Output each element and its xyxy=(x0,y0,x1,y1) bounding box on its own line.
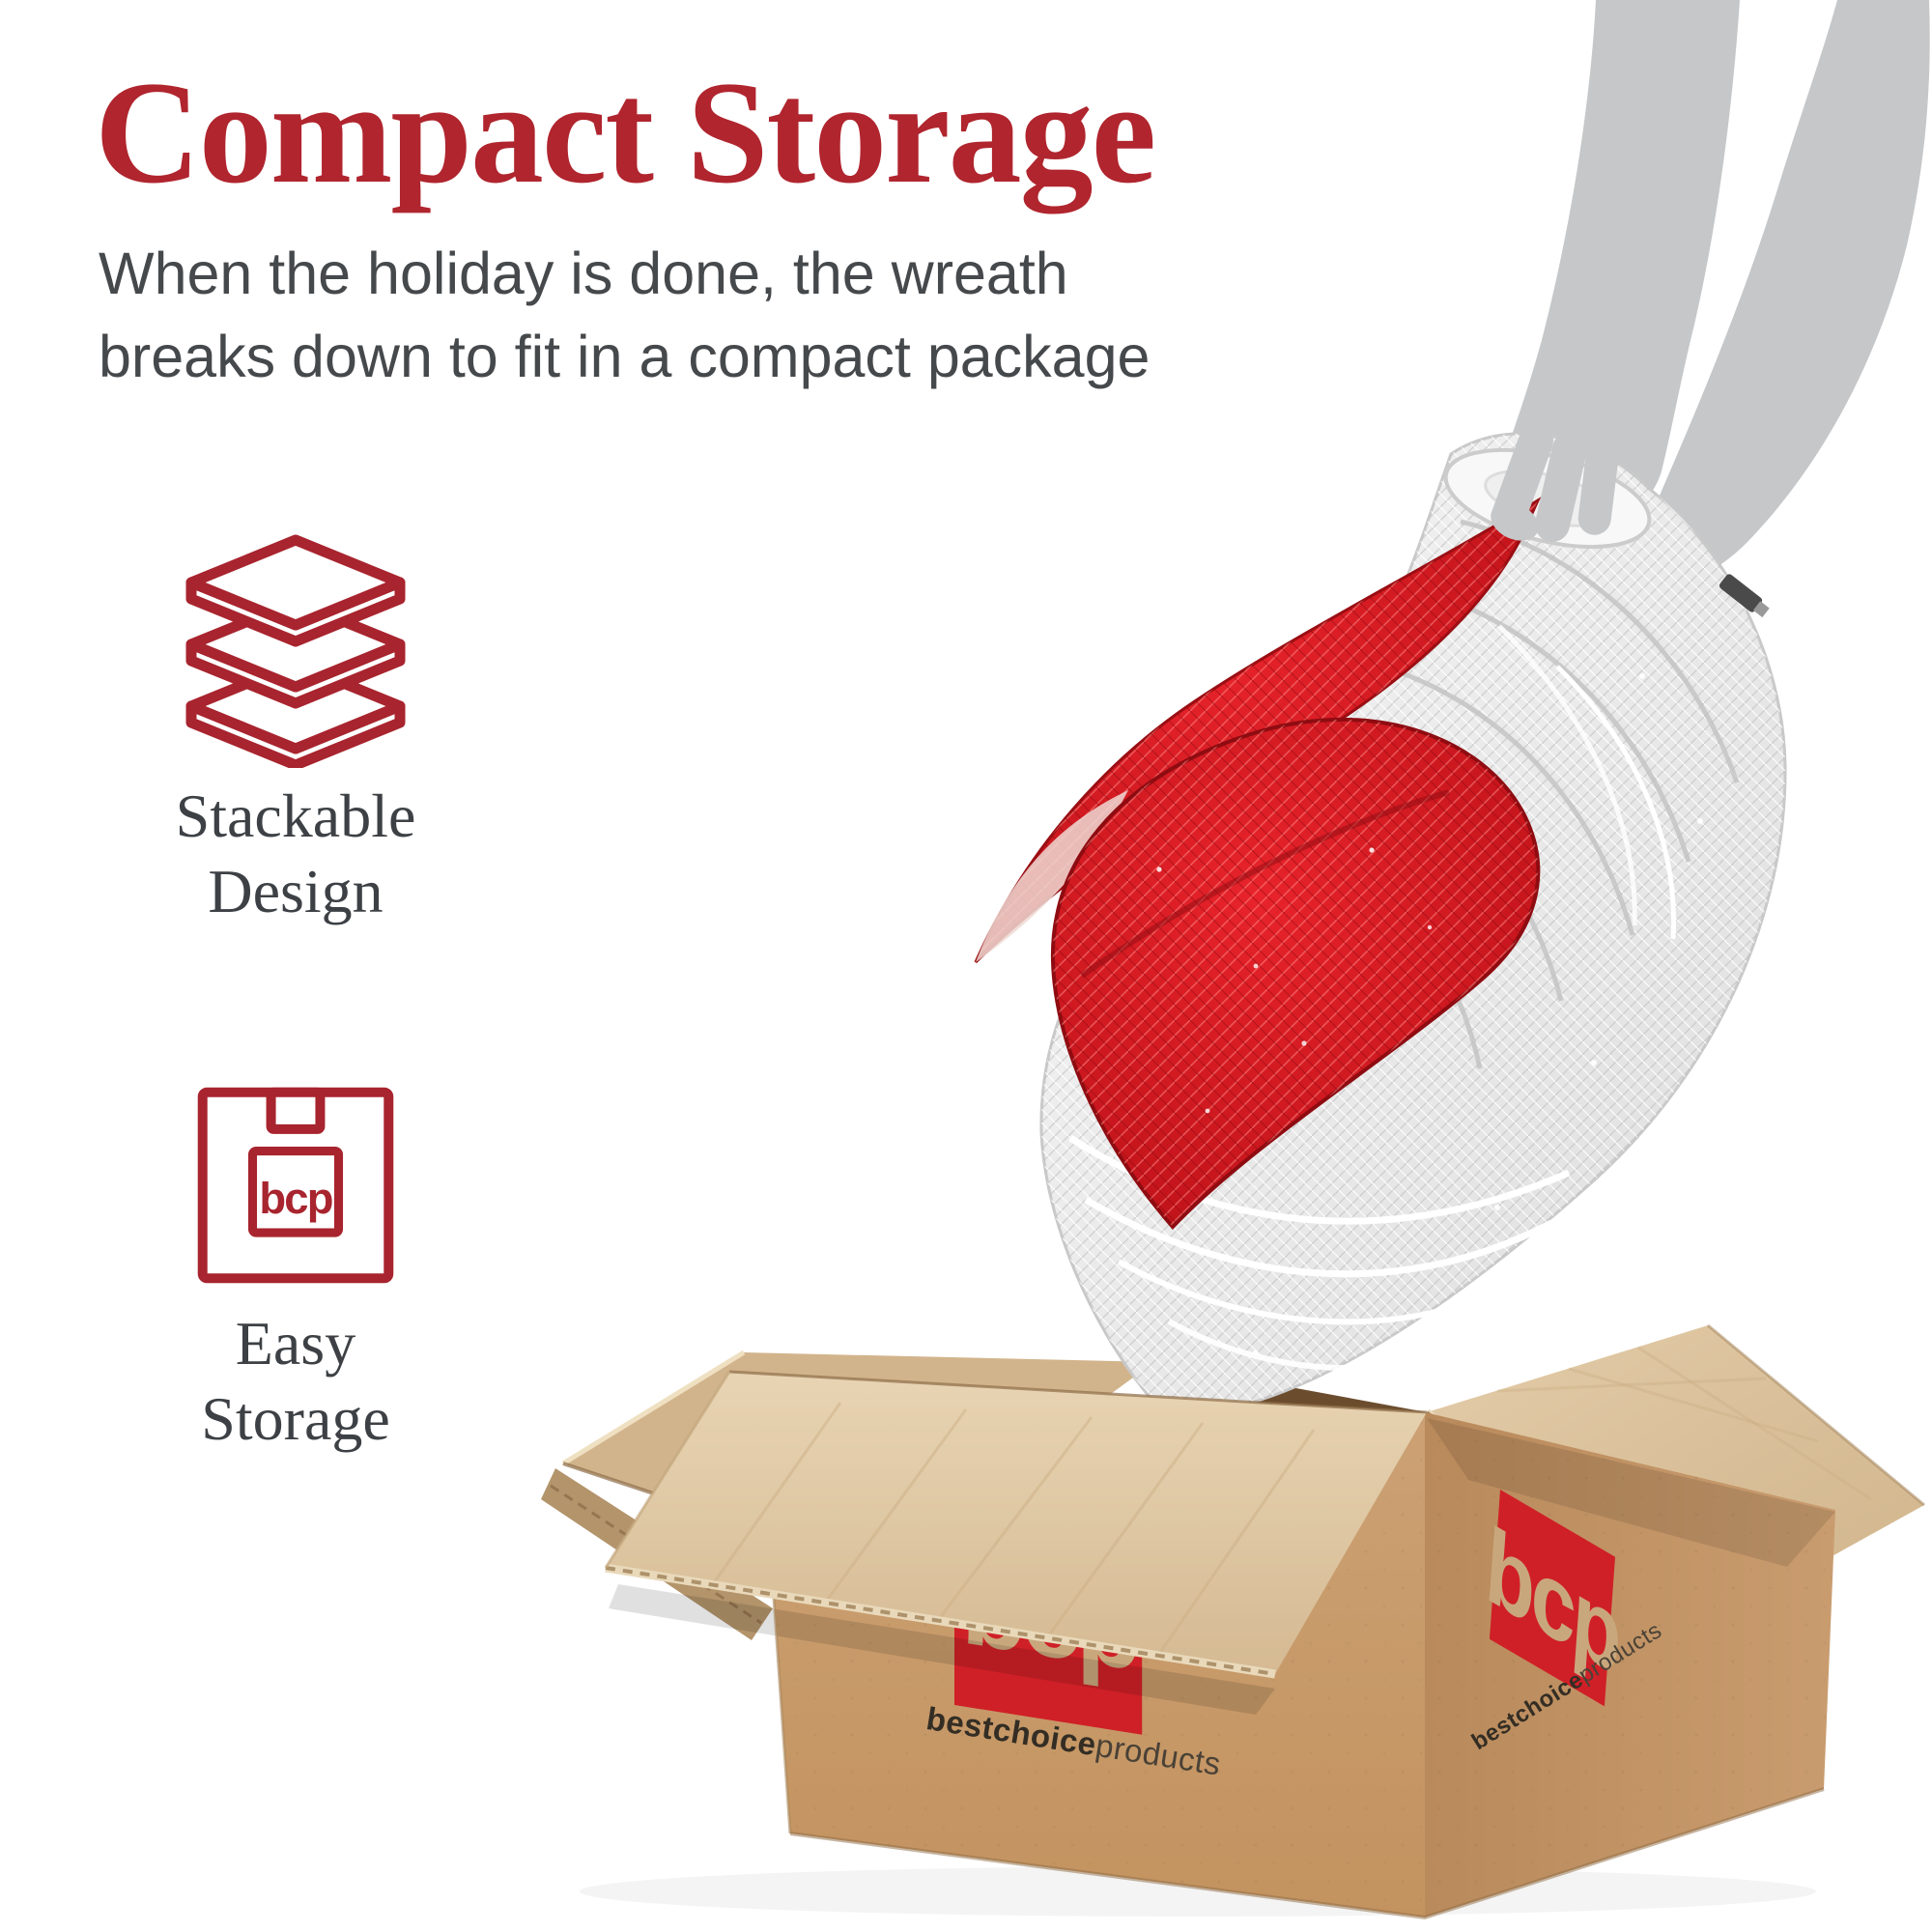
icon-bcp-text: bcp xyxy=(259,1174,331,1223)
arm-silhouette xyxy=(1496,0,1930,583)
wreath-light-wires xyxy=(1068,624,1677,1371)
feature-label-line: Storage xyxy=(201,1384,390,1453)
subtitle: When the holiday is done, the wreath bre… xyxy=(99,232,1150,398)
glitter-sparkles xyxy=(1108,673,1703,1355)
front-arm xyxy=(1496,0,1740,542)
feature-label-easy-storage: Easy Storage xyxy=(97,1306,495,1457)
feature-label-stackable: Stackable Design xyxy=(97,779,495,929)
cardboard-box: bcp bestchoiceproducts bcp bestchoicepro… xyxy=(604,1370,1835,1920)
wreath-connector xyxy=(1719,574,1770,618)
wreath-red-bow xyxy=(974,497,1703,1355)
feature-label-line: Easy xyxy=(235,1309,356,1378)
box-flap-front xyxy=(604,1370,1428,1679)
back-arm xyxy=(1638,0,1930,583)
page-title: Compact Storage xyxy=(95,51,1156,213)
stacked-layers-icon xyxy=(180,526,412,771)
subtitle-line-1: When the holiday is done, the wreath xyxy=(99,241,1068,306)
subtitle-line-2: breaks down to fit in a compact package xyxy=(99,324,1151,389)
feature-label-line: Design xyxy=(208,857,384,925)
hand-fingers xyxy=(1491,423,1620,542)
storage-box-icon: bcp xyxy=(190,1080,401,1291)
feature-label-line: Stackable xyxy=(175,781,416,850)
collapsed-wreath xyxy=(974,432,1787,1414)
